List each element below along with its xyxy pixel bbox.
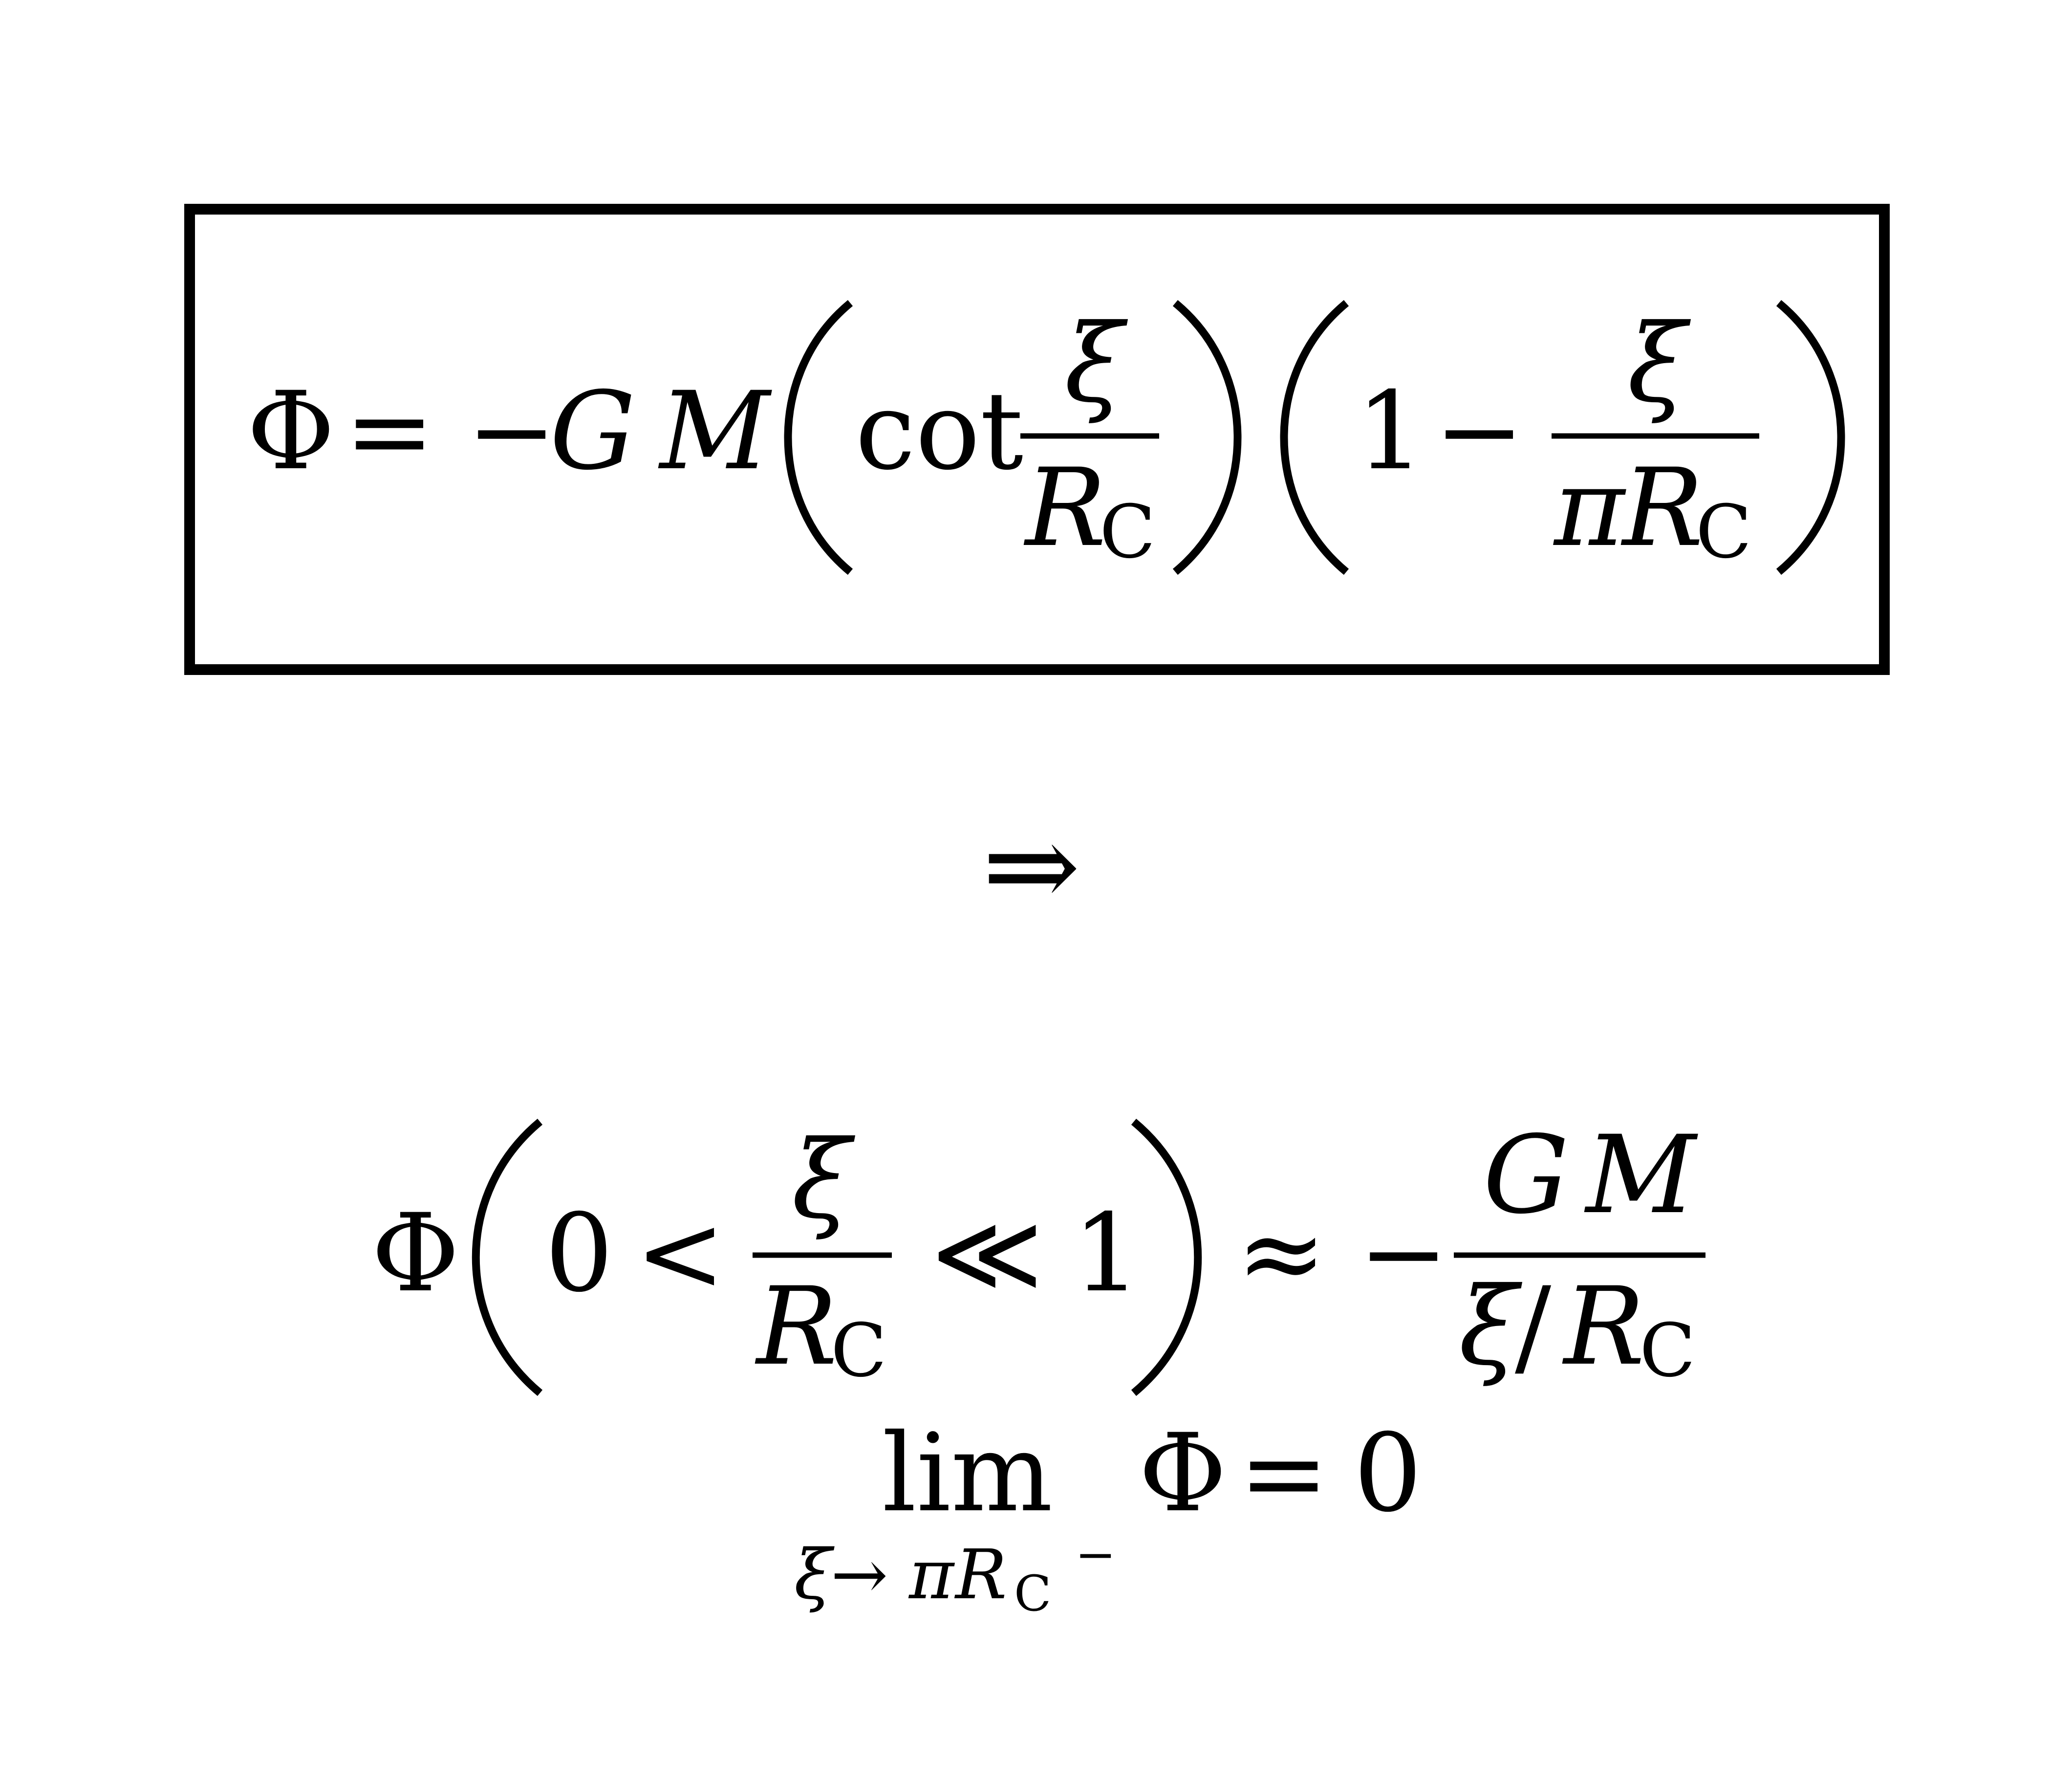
numerator-xi: ξ xyxy=(1064,301,1128,426)
right-paren-1 xyxy=(1172,300,1242,575)
right-paren-2 xyxy=(1776,300,1845,575)
zero-digit: 0 xyxy=(545,1191,613,1316)
numerator-xi-2: ξ xyxy=(1627,301,1691,426)
limit-sub-xi: ξ xyxy=(794,1535,835,1615)
equals-sign-2: = xyxy=(1239,1411,1329,1536)
constant-g: G xyxy=(550,369,636,494)
minus-sign: − xyxy=(467,369,557,494)
much-less-than-sign: ≪ xyxy=(931,1191,1043,1316)
numerator-m: M xyxy=(1584,1112,1698,1238)
minus-sign-3: − xyxy=(1359,1191,1448,1316)
phi-symbol-2: Φ xyxy=(371,1191,459,1316)
numerator-xi-3: ξ xyxy=(792,1117,856,1242)
small-xi-approximation: Φ 0 < ξ R C ≪ 1 ≈ − G M ξ / R C xyxy=(371,1112,1705,1396)
one-digit-2: 1 xyxy=(1073,1191,1141,1316)
equation-box xyxy=(184,204,1890,675)
limit-sub-minus: − xyxy=(1075,1526,1116,1583)
implies-arrow: ⇒ xyxy=(982,798,1080,935)
denominator-subscript-c-2: C xyxy=(1696,490,1752,575)
lim-operator: lim xyxy=(882,1411,1053,1536)
phi-symbol: Φ xyxy=(247,369,335,494)
minus-sign-2: − xyxy=(1434,369,1524,494)
left-paren-1 xyxy=(784,300,853,575)
limit-sub-arrow: → xyxy=(831,1535,888,1615)
left-paren-2 xyxy=(1280,300,1349,575)
denominator-subscript-c-3: C xyxy=(831,1308,887,1393)
limit-sub-c: C xyxy=(1014,1565,1052,1622)
right-paren-3 xyxy=(1131,1118,1202,1396)
boxed-equation: Φ = − G M cot ξ R C 1 − ξ π R C xyxy=(184,204,1890,675)
left-paren-3 xyxy=(472,1118,543,1396)
denominator-r-3: R xyxy=(755,1264,838,1389)
limit-equation: lim ξ → π R C − Φ = 0 xyxy=(794,1411,1422,1622)
one-digit: 1 xyxy=(1356,369,1424,494)
mass-m: M xyxy=(658,369,772,494)
numerator-g: G xyxy=(1483,1112,1569,1238)
denominator-r-4: R xyxy=(1562,1264,1645,1389)
denominator-pi: π xyxy=(1553,445,1626,570)
denominator-subscript-c-4: C xyxy=(1640,1308,1696,1393)
denominator-slash: / xyxy=(1515,1264,1552,1389)
limit-sub-pi: π xyxy=(908,1535,955,1615)
less-than-sign: < xyxy=(635,1191,725,1316)
denominator-xi: ξ xyxy=(1459,1264,1523,1389)
cot-function: cot xyxy=(855,369,1023,494)
phi-symbol-3: Φ xyxy=(1139,1411,1227,1536)
denominator-subscript-c: C xyxy=(1100,490,1156,575)
denominator-r-2: R xyxy=(1620,445,1704,570)
approx-sign: ≈ xyxy=(1236,1191,1326,1316)
limit-sub-r: R xyxy=(954,1535,1007,1615)
denominator-r: R xyxy=(1023,445,1106,570)
equals-sign: = xyxy=(345,369,434,494)
zero-digit-2: 0 xyxy=(1354,1411,1422,1536)
